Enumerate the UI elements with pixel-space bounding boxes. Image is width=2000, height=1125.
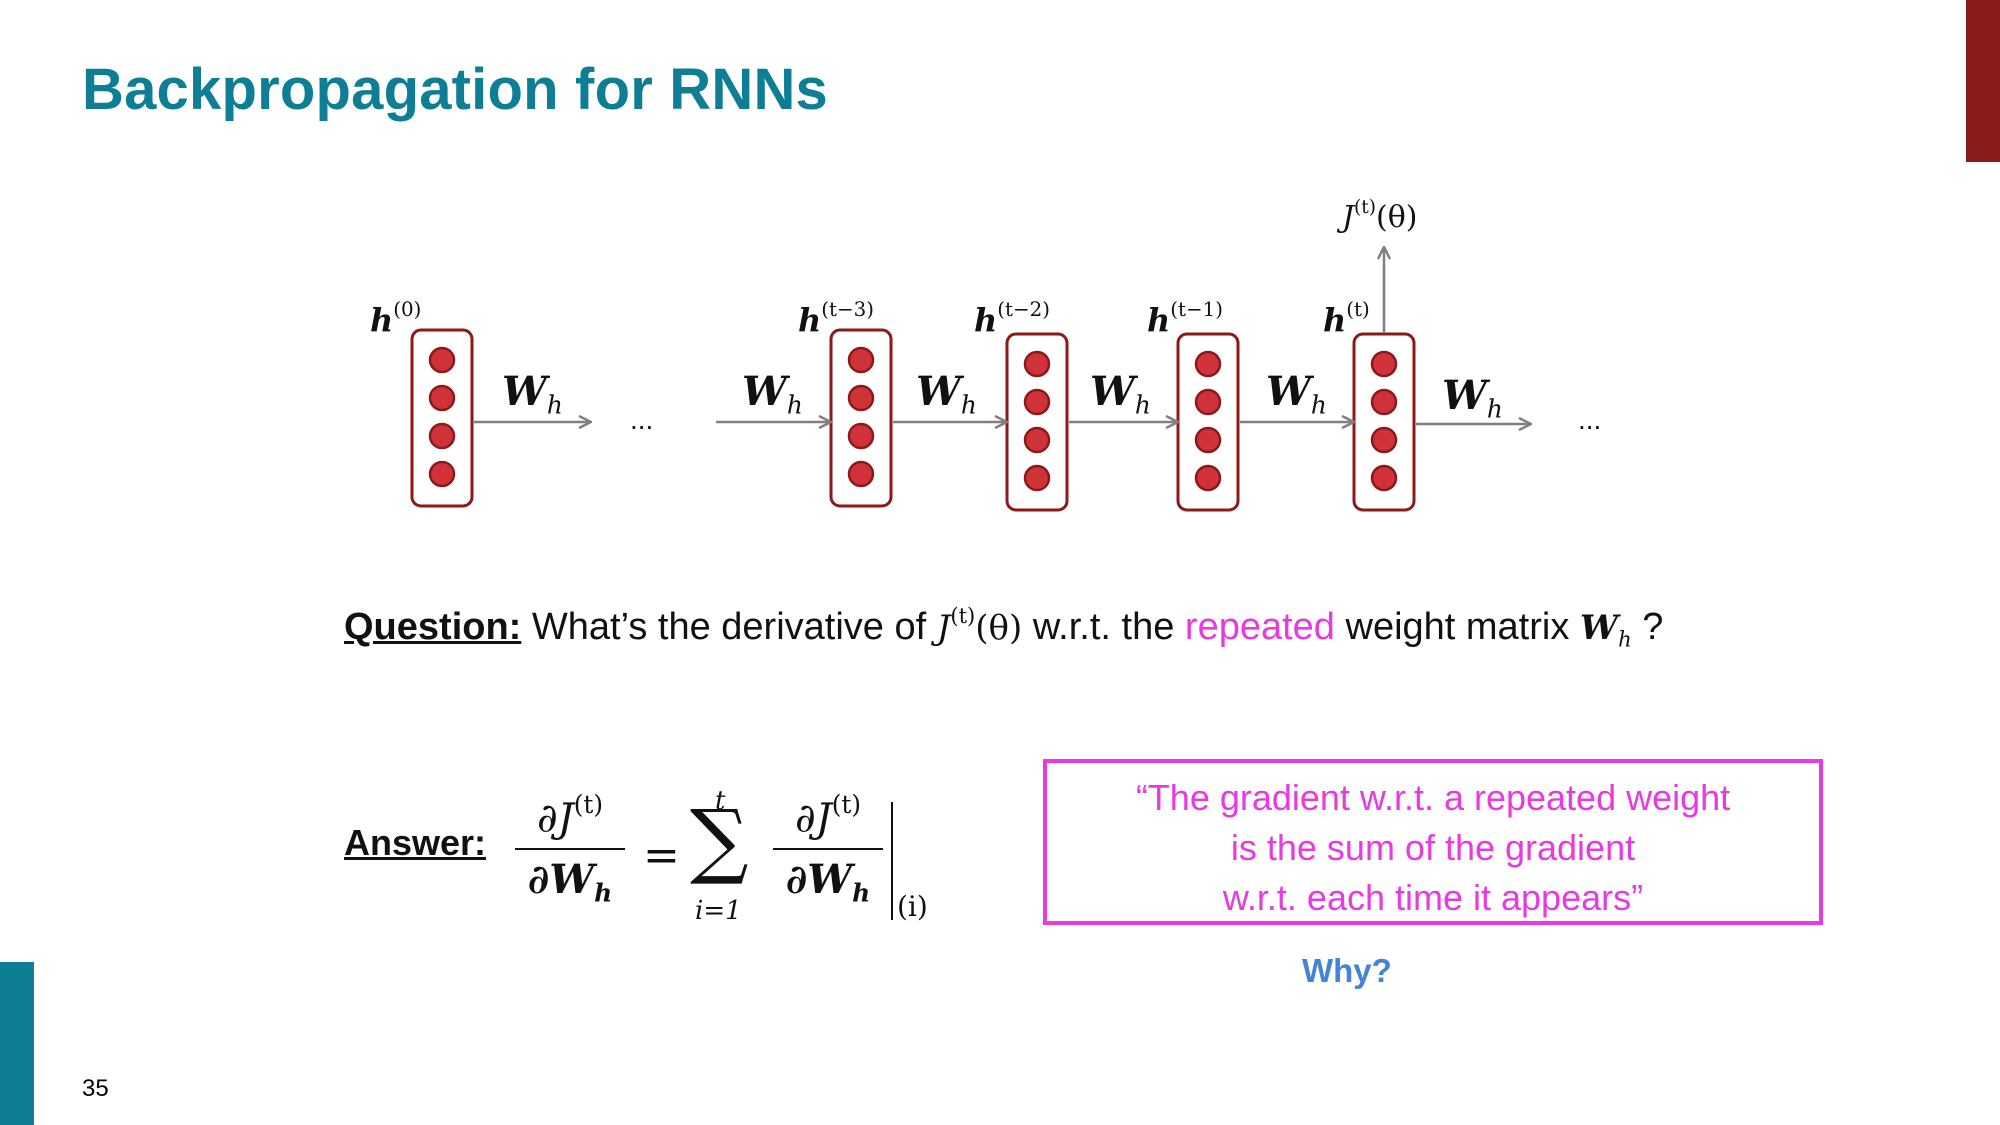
hidden-state-t-1	[1176, 332, 1240, 512]
neuron	[847, 460, 875, 488]
answer-label: Answer:	[344, 822, 487, 863]
lhs-fraction-bar	[515, 847, 625, 850]
sum-symbol: ∑	[690, 793, 749, 888]
neuron	[1370, 426, 1398, 454]
neuron	[1023, 464, 1051, 492]
ellipsis-right: ...	[1578, 404, 1602, 435]
left-accent-bar	[0, 962, 34, 1125]
neuron	[428, 384, 456, 412]
weight-label-2: Wh	[742, 368, 803, 420]
ellipsis-left: ...	[630, 404, 654, 435]
sum-lower-limit: i=1	[695, 896, 742, 926]
question-label: Question:	[344, 605, 522, 648]
hidden-state-box	[410, 328, 474, 508]
corner-accent-bar	[1966, 0, 2000, 162]
neuron	[1370, 388, 1398, 416]
quote-line-3: w.r.t. each time it appears”	[1222, 877, 1644, 918]
neuron	[428, 460, 456, 488]
loss-label: J(t)(θ)	[1342, 197, 1418, 235]
hidden-state-t	[1352, 332, 1416, 512]
neuron	[847, 346, 875, 374]
neuron	[428, 346, 456, 374]
neuron	[1370, 464, 1398, 492]
rhs-numerator: ∂J(t)	[794, 790, 862, 842]
why-prompt: Why?	[1302, 952, 1392, 989]
rhs-fraction: ∂J(t) ∂Wh	[773, 790, 883, 907]
lhs-numerator: ∂J(t)	[536, 790, 604, 842]
lhs-denominator: ∂Wh	[527, 855, 613, 908]
neuron	[1023, 388, 1051, 416]
weight-label-5: Wh	[1266, 368, 1327, 420]
neuron	[428, 422, 456, 450]
weight-label-1: Wh	[502, 368, 563, 420]
neuron	[1370, 350, 1398, 378]
weight-label-4: Wh	[1090, 368, 1151, 420]
question-end: ?	[1631, 605, 1664, 648]
neuron	[1194, 350, 1222, 378]
quote-line-1: “The gradient w.r.t. a repeated weight	[1135, 777, 1731, 818]
rhs-denominator: ∂Wh	[785, 855, 871, 908]
hidden-state-label-t-2: h(t−2)	[974, 298, 1050, 339]
hidden-state-t-3	[829, 328, 893, 508]
neuron	[1023, 350, 1051, 378]
question-text-before: What’s the derivative of	[521, 605, 937, 648]
hidden-state-label-t: h(t)	[1323, 298, 1370, 339]
hidden-state-label-t-1: h(t−1)	[1147, 298, 1223, 339]
question-highlight: repeated	[1184, 605, 1335, 648]
sum-upper-limit: t	[715, 786, 726, 816]
rhs-fraction-bar	[773, 847, 883, 850]
question-text-after: weight matrix	[1334, 605, 1580, 648]
question-text-middle: w.r.t. the	[1022, 605, 1185, 648]
lhs-fraction: ∂J(t) ∂Wh	[515, 790, 625, 907]
quote-line-2: is the sum of the gradient	[1230, 827, 1636, 868]
gradient-formula: ∂J(t) ∂Wh = t ∑ i=1 ∂J(t) ∂Wh (i)	[515, 786, 945, 940]
neuron	[1194, 464, 1222, 492]
quote-box: “The gradient w.r.t. a repeated weight i…	[1043, 759, 1823, 925]
question-matrix-math: Wh	[1579, 607, 1632, 652]
slide-title: Backpropagation for RNNs	[82, 57, 828, 122]
evaluation-bar	[891, 802, 893, 920]
neuron	[1194, 388, 1222, 416]
neuron	[847, 422, 875, 450]
equals-sign: =	[643, 830, 680, 881]
neuron	[1023, 426, 1051, 454]
neuron	[1194, 426, 1222, 454]
weight-label-6: Wh	[1442, 372, 1503, 424]
hidden-state-label-t-3: h(t−3)	[798, 298, 874, 339]
evaluation-subscript: (i)	[897, 890, 928, 923]
slide-number: 35	[82, 1075, 109, 1102]
neuron	[847, 384, 875, 412]
hidden-state-0	[410, 328, 474, 508]
question-loss-math: J(t)(θ)	[936, 603, 1023, 648]
hidden-state-t-2	[1005, 332, 1069, 512]
weight-label-3: Wh	[916, 368, 977, 420]
hidden-state-label-0: h(0)	[370, 298, 422, 339]
question-line: Question: What’s the derivative of J(t)(…	[344, 603, 1663, 651]
